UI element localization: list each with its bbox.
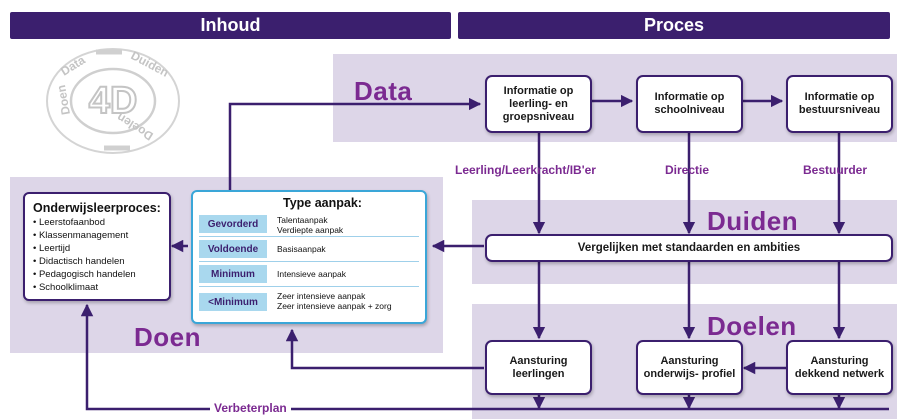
type-level: Gevorderd (199, 215, 267, 233)
type-level: <Minimum (199, 293, 267, 311)
box-vergelijken-label: Vergelijken met standaarden en ambities (577, 241, 801, 254)
role-directie: Directie (665, 163, 710, 177)
section-title-data: Data (354, 76, 413, 106)
type-row-voldoende: Voldoende Basisaanpak (199, 239, 419, 262)
section-title-doen: Doen (134, 322, 201, 352)
box-info-school: Informatie op schoolniveau (636, 75, 743, 133)
header-inhoud: Inhoud (10, 12, 451, 39)
box-aansturing-leerlingen: Aansturing leerlingen (485, 340, 592, 395)
box-info-bestuur-label: Informatie op bestuursniveau (798, 91, 881, 116)
label-verbeterplan: Verbeterplan (210, 401, 291, 415)
arrow-verbeterplan (80, 303, 889, 411)
box-aansturing-netwerk: Aansturing dekkend netwerk (786, 340, 893, 395)
box-aansturing-leerlingen-label: Aansturing leerlingen (509, 354, 568, 380)
header-inhoud-label: Inhoud (200, 15, 261, 35)
role-bestuurder: Bestuurder (803, 163, 868, 177)
arrow-leerlingen-to-type (285, 328, 484, 370)
type-level: Voldoende (199, 240, 267, 258)
type-aanpak-title: Type aanpak: (283, 196, 362, 210)
onderwijs-item: • Schoolklimaat (33, 282, 99, 293)
type-level: Minimum (199, 265, 267, 283)
logo-word-doen: Doen (54, 84, 73, 116)
box-aansturing-profiel-label: Aansturing onderwijs- profiel (643, 354, 736, 380)
type-row-minimum: Minimum Intensieve aanpak (199, 264, 419, 287)
onderwijs-item: • Klassenmanagement (33, 230, 129, 241)
section-title-duiden: Duiden (707, 206, 799, 236)
onderwijs-item: • Pedagogisch handelen (33, 269, 136, 280)
box-onderwijsleerproces: Onderwijsleerproces: • Leerstofaanbod • … (23, 192, 171, 301)
box-info-leerling-label: Informatie op leerling- en groepsniveau (502, 84, 575, 123)
onderwijs-item: • Leertijd (33, 243, 71, 254)
box-vergelijken: Vergelijken met standaarden en ambities (485, 234, 893, 262)
section-title-doelen: Doelen (707, 311, 797, 341)
box-info-bestuur: Informatie op bestuursniveau (786, 75, 893, 133)
type-desc: Intensieve aanpak (277, 269, 346, 279)
box-aansturing-netwerk-label: Aansturing dekkend netwerk (794, 354, 885, 380)
header-proces: Proces (458, 12, 890, 39)
box-info-school-label: Informatie op schoolniveau (654, 91, 725, 116)
box-info-leerling: Informatie op leerling- en groepsniveau (485, 75, 592, 133)
onderwijs-item: • Leerstofaanbod (33, 217, 105, 228)
onderwijs-title: Onderwijsleerproces: (33, 201, 161, 215)
role-leerling: Leerling/Leerkracht/IB'er (455, 163, 596, 177)
type-desc: Basisaanpak (277, 244, 326, 254)
logo-4d-text: 4D (89, 80, 138, 122)
header-proces-label: Proces (643, 15, 705, 35)
box-aansturing-profiel: Aansturing onderwijs- profiel (636, 340, 743, 395)
arrow-doen-to-data (228, 97, 482, 190)
4d-logo: 4D Data Duiden Doelen Doen (46, 48, 180, 154)
onderwijs-item: • Didactisch handelen (33, 256, 125, 267)
